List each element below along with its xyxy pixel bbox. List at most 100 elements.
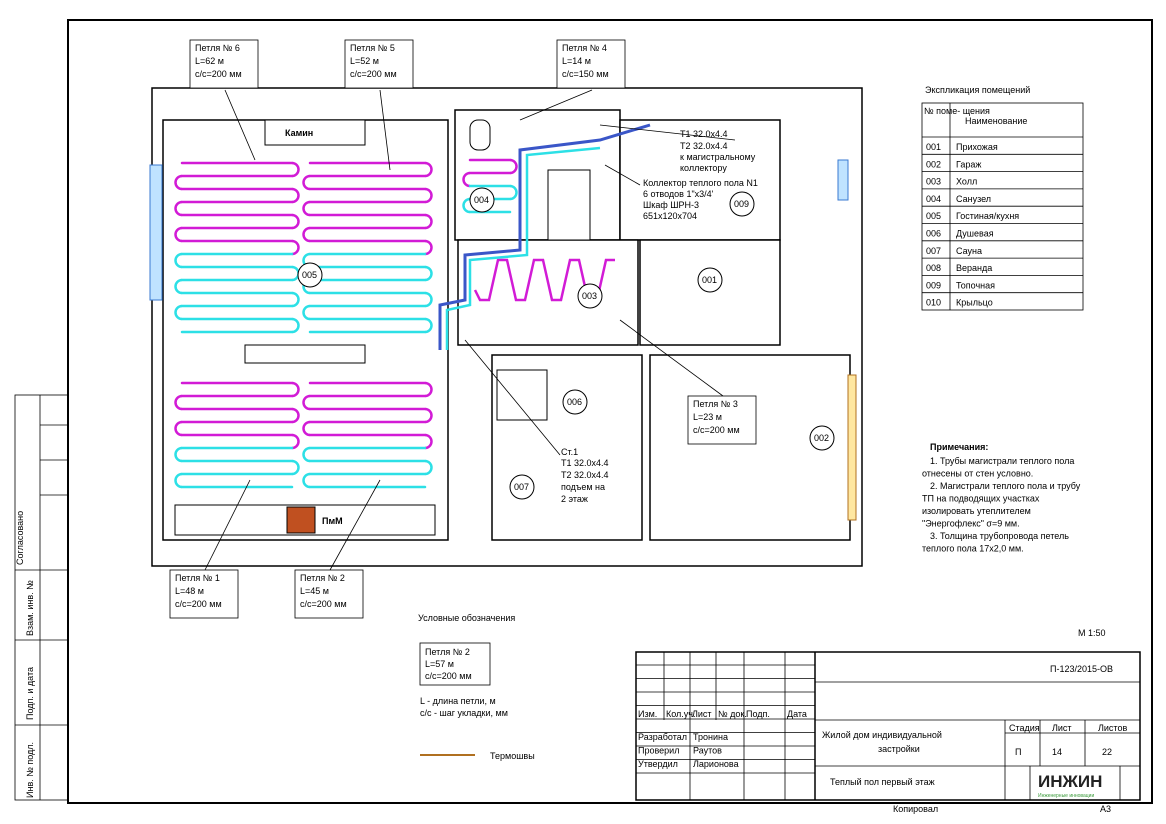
room-marker-001: 001: [697, 267, 723, 293]
legend-thermo: Термошвы: [490, 751, 535, 761]
legend-loop-length: L=57 м: [425, 659, 454, 669]
stairs: [547, 169, 591, 241]
room-name: Гараж: [956, 159, 981, 169]
fireplace-label: Камин: [285, 128, 313, 138]
riser-t2: Т2 32.0х4.4: [561, 470, 609, 480]
legend: Условные обозначения Петля № 2 L=57 м с/…: [418, 613, 535, 761]
main-pipe: [438, 123, 651, 350]
sheet-value: 14: [1052, 747, 1062, 757]
loop-title: Петля № 4: [562, 43, 607, 53]
legend-desc-step: с/с - шаг укладки, мм: [420, 708, 508, 718]
pipe-annotations: Т1 32.0х4.4 Т2 32.0х4.4 к магистральному…: [464, 124, 758, 504]
room-name: Холл: [956, 177, 977, 187]
room-marker-007: 007: [509, 474, 535, 500]
person: Тронина: [693, 732, 728, 742]
return-pipe: [445, 146, 601, 350]
loop-length: L=52 м: [350, 56, 379, 66]
note-line: изолировать утеплителем: [922, 506, 1031, 516]
loop-callout-4: Петля № 3L=23 мс/с=200 мм: [619, 319, 757, 445]
format-label: А3: [1100, 804, 1111, 814]
revision-col: Лист: [692, 709, 712, 719]
heating-loop-2: [302, 381, 433, 489]
room-number: 006: [567, 397, 582, 407]
room-marker-003: 003: [577, 283, 603, 309]
note-line: 2. Магистрали теплого пола и трубу: [930, 481, 1081, 491]
revision-col: Изм.: [638, 709, 657, 719]
role: Разработал: [638, 732, 687, 742]
revision-col: № док.: [718, 709, 747, 719]
room-marker-004: 004: [469, 187, 495, 213]
room-code: 003: [926, 177, 941, 187]
stamp-inv: Инв. № подл.: [25, 742, 35, 798]
loop-step: с/с=200 мм: [350, 69, 397, 79]
room-name: Санузел: [956, 194, 991, 204]
legend-desc-length: L - длина петли, м: [420, 696, 496, 706]
loop-title: Петля № 6: [195, 43, 240, 53]
room-code: 008: [926, 263, 941, 273]
heating-loop-6: [174, 161, 300, 334]
notes-title: Примечания:: [930, 442, 988, 452]
room-code: 002: [926, 159, 941, 169]
loop-callout-3: Петля № 4 L=14 м с/с=150 мм: [519, 39, 626, 121]
room-marker-009: 009: [729, 191, 755, 217]
loop-title: Петля № 3: [693, 399, 738, 409]
room-number: 002: [814, 433, 829, 443]
loop-title: Петля № 2: [300, 573, 345, 583]
room-code: 006: [926, 229, 941, 239]
copied-label: Копировал: [893, 804, 938, 814]
room-name: Крыльцо: [956, 298, 993, 308]
room-marker-005: 005: [297, 262, 323, 288]
t1-label: Т1 32.0х4.4: [680, 129, 728, 139]
loop-callout-5: Петля № 1L=48 мс/с=200 мм: [169, 479, 251, 619]
note-line: 3. Толщина трубопровода петель: [930, 531, 1069, 541]
loop-length: L=62 м: [195, 56, 224, 66]
stove: [286, 506, 316, 534]
sheets-label: Листов: [1098, 723, 1127, 733]
loop-callout-2: Петля № 5 L=52 м с/с=200 мм: [344, 39, 414, 171]
loop-step: с/с=150 мм: [562, 69, 609, 79]
person: Ларионова: [693, 759, 739, 769]
room-code: 005: [926, 211, 941, 221]
stage-label: Стадия: [1009, 723, 1040, 733]
riser-up: подъем на: [561, 482, 605, 492]
shower-tray: [496, 369, 548, 421]
to-main-label-2: коллектору: [680, 163, 727, 173]
toilet: [469, 119, 491, 151]
room-marker-002: 002: [809, 425, 835, 451]
note-line: 1. Трубы магистрали теплого пола: [930, 456, 1074, 466]
note-line: "Энергофлекс" σ=9 мм.: [922, 519, 1020, 529]
loop-length: L=14 м: [562, 56, 591, 66]
room-code: 004: [926, 194, 941, 204]
room-number: 009: [734, 199, 749, 209]
stage-value: П: [1015, 747, 1021, 757]
revision-col: Дата: [787, 709, 807, 719]
loop-step: с/с=200 мм: [300, 599, 347, 609]
room-number: 001: [702, 275, 717, 285]
room-explication-table: Экспликация помещений № поме- щения Наим…: [921, 85, 1084, 311]
revision-col: Подп.: [746, 709, 770, 719]
room-name: Душевая: [956, 229, 994, 239]
project-name: Жилой дом индивидуальной: [822, 730, 942, 740]
room-name: Прихожая: [956, 142, 998, 152]
stamp-agreed: Согласовано: [15, 511, 25, 565]
project-name-2: застройки: [878, 744, 920, 754]
room-marker-006: 006: [562, 389, 588, 415]
room-code: 007: [926, 246, 941, 256]
room-code: 010: [926, 298, 941, 308]
room-number: 004: [474, 195, 489, 205]
loop-title: Петля № 5: [350, 43, 395, 53]
sheet-label: Лист: [1052, 723, 1072, 733]
room-number: 005: [302, 270, 317, 280]
loop-length: L=45 м: [300, 586, 329, 596]
collector-outlets: 6 отводов 1"х3/4': [643, 189, 714, 199]
legend-loop-title: Петля № 2: [425, 647, 470, 657]
role: Проверил: [638, 746, 679, 756]
t2-label: Т2 32.0х4.4: [680, 141, 728, 151]
loop-callout-6: Петля № 2 L=45 м с/с=200 мм: [294, 479, 381, 619]
fireplace: [264, 119, 366, 146]
loop-length: L=23 м: [693, 412, 722, 422]
collector-label: Коллектор теплого пола N1: [643, 178, 758, 188]
room-name: Гостиная/кухня: [956, 211, 1019, 221]
explication-col-name: Наименование: [965, 116, 1027, 126]
